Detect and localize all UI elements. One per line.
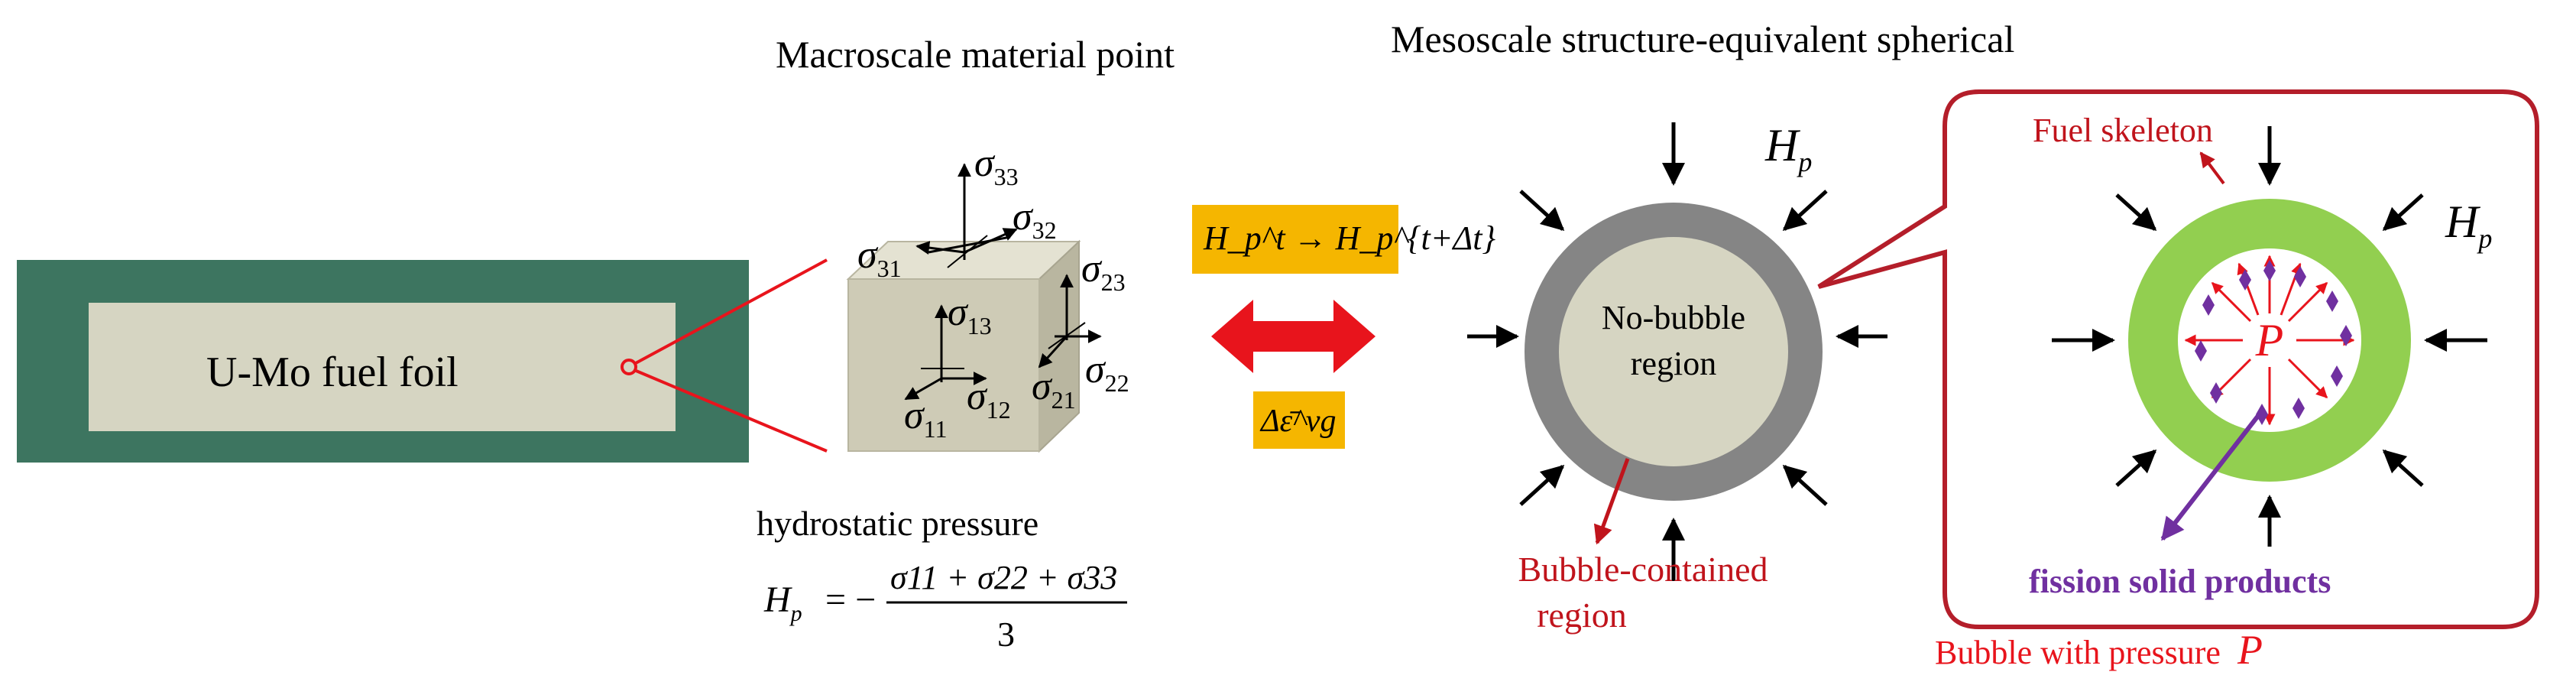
hp-update-box bbox=[1192, 205, 1398, 274]
sigma-22-label: σ22 bbox=[1085, 348, 1129, 397]
bubble-pressure-arrows bbox=[2052, 126, 2487, 547]
fuel-foil: U-Mo fuel foil bbox=[17, 258, 828, 463]
sigma-11-label: σ11 bbox=[904, 394, 947, 443]
mesoscale-sphere: No-bubble region Hp Bubble-contained reg… bbox=[1467, 120, 1887, 635]
foil-meat bbox=[89, 303, 676, 431]
sigma-21-label: σ21 bbox=[1032, 365, 1076, 414]
macroscale-heading: Macroscale material point bbox=[776, 33, 1175, 76]
scale-exchange: H_p^t → H_p^{t+Δt} Δε̄^vg bbox=[1192, 205, 1495, 449]
bubble-contained-label-2: region bbox=[1537, 596, 1627, 635]
fission-products bbox=[2195, 260, 2352, 425]
fission-products-label: fission solid products bbox=[2029, 563, 2331, 600]
bubble-callout: Fuel skeleton Hp bbox=[1817, 89, 2539, 673]
skeleton-pointer bbox=[2199, 151, 2225, 185]
fuel-skeleton-label: Fuel skeleton bbox=[2033, 112, 2213, 149]
no-bubble-label-1: No-bubble bbox=[1602, 299, 1745, 336]
formula-numerator: σ11 + σ22 + σ33 bbox=[890, 559, 1117, 596]
sigma-12-label: σ12 bbox=[967, 375, 1011, 424]
formula-denominator: 3 bbox=[997, 615, 1015, 654]
no-bubble-label-2: region bbox=[1631, 345, 1716, 382]
mesoscale-heading: Mesoscale structure-equivalent spherical bbox=[1391, 18, 2014, 60]
axis-top-diag bbox=[947, 235, 988, 268]
bubble-pressure-symbol: P bbox=[2255, 315, 2284, 365]
sigma-33-label: σ33 bbox=[974, 141, 1019, 190]
zoom-line-top bbox=[633, 258, 828, 365]
hp-update-text: H_p^t → H_p^{t+Δt} bbox=[1203, 219, 1495, 257]
products-pointer bbox=[2160, 411, 2263, 541]
zoom-line-bottom bbox=[633, 368, 828, 453]
axis-11 bbox=[904, 377, 942, 401]
strain-text: Δε̄^vg bbox=[1259, 404, 1337, 439]
callout-border bbox=[1817, 89, 2539, 629]
axis-right-diag bbox=[1048, 322, 1086, 349]
strain-box bbox=[1253, 391, 1345, 449]
hydrostatic-formula: hydrostatic pressure Hp = − σ11 + σ22 + … bbox=[757, 504, 1127, 654]
foil-label: U-Mo fuel foil bbox=[206, 349, 458, 396]
sigma-23-label: σ23 bbox=[1081, 247, 1126, 296]
formula-equals: = − bbox=[825, 580, 876, 620]
sigma-31-label: σ31 bbox=[857, 233, 902, 282]
bubble-contained-label-1: Bubble-contained bbox=[1518, 550, 1768, 589]
sigma-13-label: σ13 bbox=[948, 291, 992, 339]
no-bubble-core bbox=[1559, 237, 1788, 466]
axis-32 bbox=[964, 228, 1018, 254]
formula-lhs: Hp bbox=[763, 580, 802, 626]
sphere-hp-label: Hp bbox=[1764, 120, 1812, 177]
sigma-32-label: σ32 bbox=[1013, 195, 1057, 244]
axis-31 bbox=[915, 241, 965, 255]
stress-cube: σ33 σ32 σ31 σ23 σ13 σ22 σ21 σ12 σ11 bbox=[846, 141, 1129, 453]
bidirectional-arrow bbox=[1211, 300, 1375, 373]
hydrostatic-label: hydrostatic pressure bbox=[757, 504, 1039, 543]
material-point-marker bbox=[621, 359, 637, 375]
sphere-pressure-arrows bbox=[1467, 122, 1887, 581]
axis-21 bbox=[1038, 335, 1068, 368]
bubble-region-pointer bbox=[1593, 458, 1630, 545]
bubble-hp-label: Hp bbox=[2445, 196, 2492, 254]
